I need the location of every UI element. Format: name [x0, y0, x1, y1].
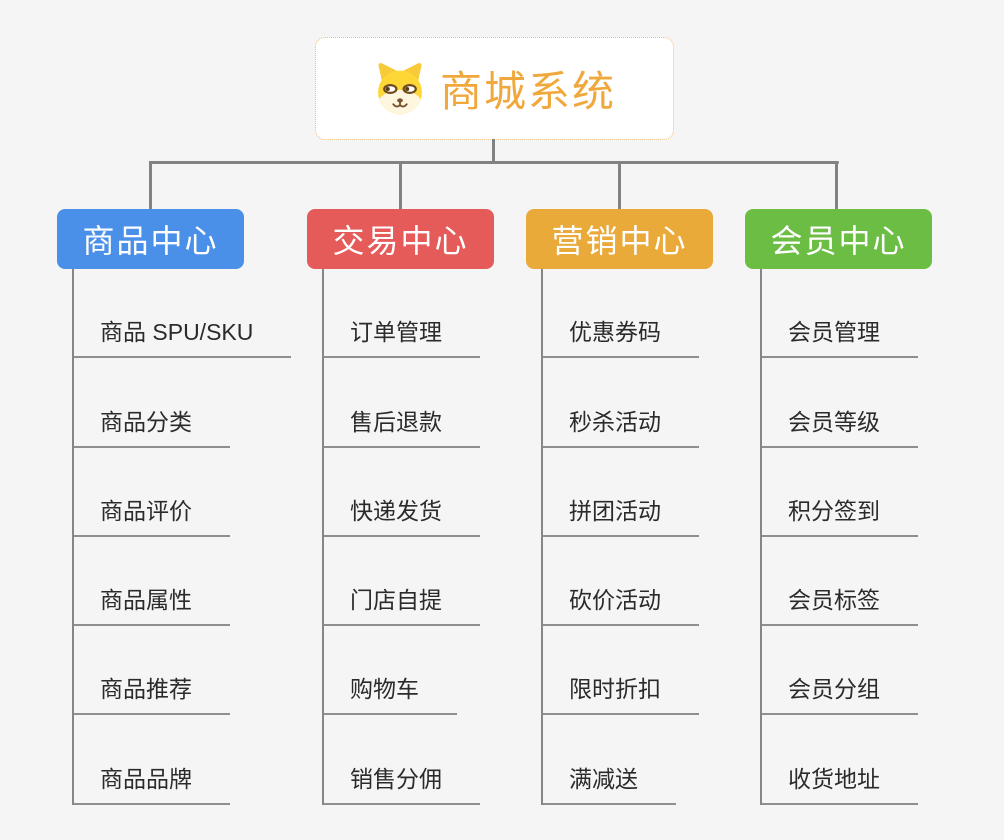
child-topic[interactable]: 会员标签 — [745, 537, 995, 627]
child-topic[interactable]: 商品分类 — [57, 358, 307, 448]
branch-children-member-center: 会员管理 会员等级 积分签到 会员标签 会员分组 收货地址 — [745, 269, 995, 805]
connector-drop-member — [835, 161, 838, 209]
child-topic[interactable]: 购物车 — [307, 626, 557, 716]
branch-children-marketing-center: 优惠券码 秒杀活动 拼团活动 砍价活动 限时折扣 满减送 — [526, 269, 776, 805]
child-topic[interactable]: 会员分组 — [745, 626, 995, 716]
child-topic[interactable]: 商品属性 — [57, 537, 307, 627]
child-topic[interactable]: 秒杀活动 — [526, 358, 776, 448]
child-topic[interactable]: 砍价活动 — [526, 537, 776, 627]
connector-horizontal-bar — [149, 161, 839, 164]
branch-node-trade-center[interactable]: 交易中心 — [307, 209, 494, 269]
branch-node-product-center[interactable]: 商品中心 — [57, 209, 244, 269]
child-topic[interactable]: 售后退款 — [307, 358, 557, 448]
branch-node-marketing-center[interactable]: 营销中心 — [526, 209, 713, 269]
child-topic[interactable]: 商品品牌 — [57, 715, 307, 805]
connector-drop-product — [149, 161, 152, 209]
child-topic[interactable]: 商品评价 — [57, 448, 307, 537]
child-topic[interactable]: 拼团活动 — [526, 448, 776, 537]
child-topic[interactable]: 积分签到 — [745, 448, 995, 537]
connector-drop-marketing — [618, 161, 621, 209]
child-topic[interactable]: 收货地址 — [745, 715, 995, 805]
branch-node-member-center[interactable]: 会员中心 — [745, 209, 932, 269]
child-topic[interactable]: 满减送 — [526, 715, 776, 805]
child-topic[interactable]: 门店自提 — [307, 537, 557, 627]
child-topic[interactable]: 商品推荐 — [57, 626, 307, 716]
branch-children-trade-center: 订单管理 售后退款 快递发货 门店自提 购物车 销售分佣 — [307, 269, 557, 805]
child-topic[interactable]: 会员管理 — [745, 269, 995, 359]
connector-root-stem — [492, 139, 495, 163]
child-topic[interactable]: 会员等级 — [745, 358, 995, 448]
connector-drop-trade — [399, 161, 402, 209]
child-topic[interactable]: 优惠券码 — [526, 269, 776, 359]
doge-face-icon — [378, 62, 422, 114]
branch-label: 会员中心 — [770, 223, 907, 259]
branch-children-product-center: 商品 SPU/SKU 商品分类 商品评价 商品属性 商品推荐 商品品牌 — [57, 269, 307, 805]
child-topic[interactable]: 快递发货 — [307, 448, 557, 537]
child-topic[interactable]: 商品 SPU/SKU — [57, 269, 307, 359]
branch-label: 营销中心 — [551, 223, 688, 259]
root-topic-node[interactable]: 商城系统 — [315, 37, 674, 140]
root-topic-title: 商城系统 — [439, 68, 616, 115]
branch-label: 商品中心 — [82, 223, 219, 259]
child-topic[interactable]: 订单管理 — [307, 269, 557, 359]
child-topic[interactable]: 限时折扣 — [526, 626, 776, 716]
child-topic[interactable]: 销售分佣 — [307, 715, 557, 805]
branch-label: 交易中心 — [332, 223, 469, 259]
